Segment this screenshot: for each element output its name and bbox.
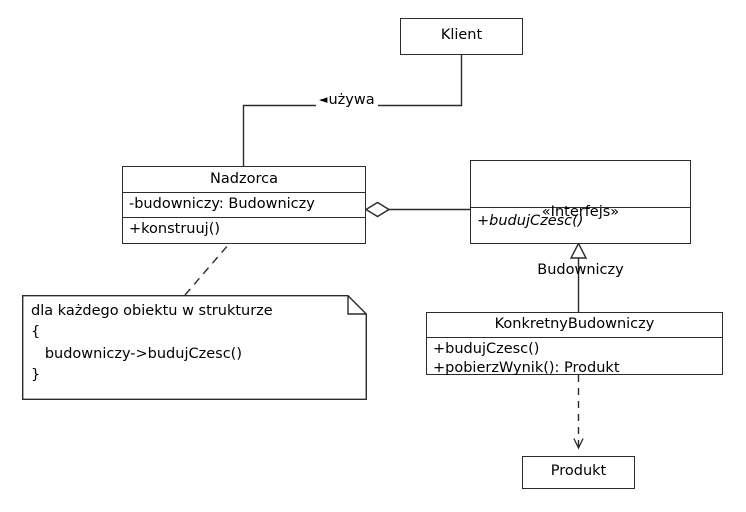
edge-label-uzywa: ◄używa bbox=[316, 92, 378, 108]
edge-note-anchor bbox=[184, 243, 230, 296]
edge-klient-nadzorca bbox=[242, 54, 463, 167]
note-text: dla każdego obiektu w strukturze { budow… bbox=[31, 303, 273, 384]
class-name-klient: Klient bbox=[440, 27, 483, 43]
class-attributes-nadzorca: -budowniczy: Budowniczy bbox=[123, 192, 365, 217]
interface-box-budowniczy[interactable]: «Interfejs» Budowniczy +budujCzesc() bbox=[470, 160, 691, 278]
class-name-nadzorca: Nadzorca bbox=[210, 171, 278, 187]
interface-header-budowniczy: «Interfejs» Budowniczy bbox=[471, 161, 690, 277]
interface-stereotype-label: «Interfejs» bbox=[541, 204, 620, 221]
class-box-produkt[interactable]: Produkt bbox=[522, 456, 635, 489]
class-box-nadzorca[interactable]: Nadzorca -budowniczy: Budowniczy +konstr… bbox=[122, 166, 366, 244]
note-comment: dla każdego obiektu w strukturze { budow… bbox=[22, 295, 367, 400]
note-shape bbox=[22, 295, 367, 400]
triangle-left-icon: ◄ bbox=[319, 93, 328, 106]
class-operations-nadzorca: +konstruuj() bbox=[123, 217, 365, 243]
class-box-klient[interactable]: Klient bbox=[400, 18, 523, 55]
class-box-konkretny-budowniczy[interactable]: KonkretnyBudowniczy +budujCzesc() +pobie… bbox=[426, 312, 723, 376]
edge-nadzorca-budowniczy-aggregation bbox=[364, 201, 470, 218]
class-name-produkt: Produkt bbox=[550, 463, 607, 479]
interface-operations-budowniczy: +budujCzesc() bbox=[471, 207, 690, 243]
class-operations-konkretny-budowniczy: +budujCzesc() +pobierzWynik(): Produkt bbox=[427, 337, 722, 376]
interface-name-budowniczy: Budowniczy bbox=[537, 261, 624, 278]
class-name-konkretny-budowniczy: KonkretnyBudowniczy bbox=[494, 316, 655, 332]
edge-label-uzywa-text: używa bbox=[328, 92, 375, 108]
